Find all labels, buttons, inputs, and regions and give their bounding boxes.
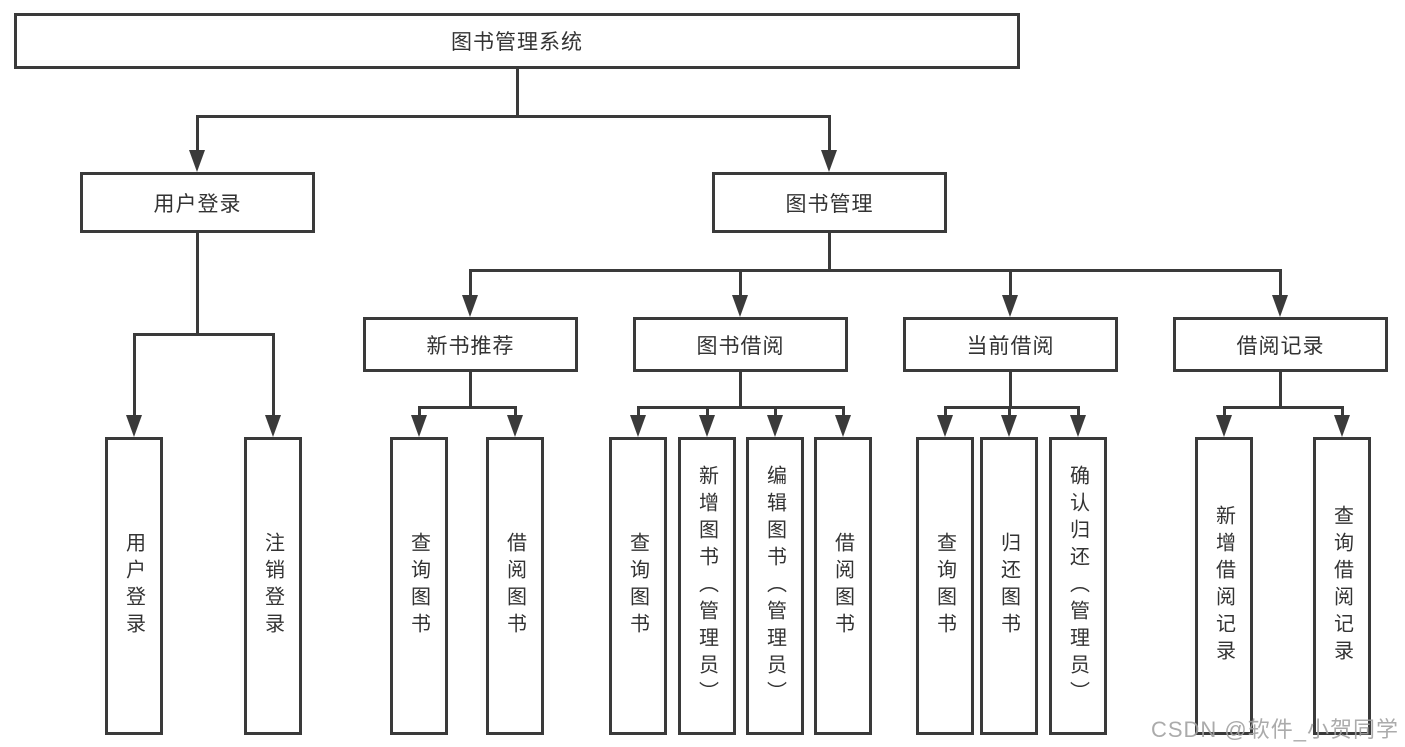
arrow-down-icon bbox=[835, 415, 851, 437]
leaf-add-books-admin: 新增图书（管理员） bbox=[678, 437, 736, 735]
connector-vline bbox=[469, 269, 472, 297]
connector-vline bbox=[637, 406, 640, 417]
connector-vline bbox=[418, 406, 421, 417]
connector-vline bbox=[514, 406, 517, 417]
connector-hline bbox=[944, 406, 1080, 409]
connector-vline bbox=[1223, 406, 1226, 417]
connector-vline bbox=[842, 406, 845, 417]
node-label: 借阅记录 bbox=[1236, 334, 1325, 358]
arrow-down-icon bbox=[411, 415, 427, 437]
connector-vline bbox=[828, 233, 831, 272]
connector-hline bbox=[469, 269, 1282, 272]
connector-hline bbox=[1223, 406, 1344, 409]
leaf-user-login: 用户登录 bbox=[105, 437, 163, 735]
node-book-borrowing: 图书借阅 bbox=[633, 317, 848, 372]
connector-vline bbox=[739, 269, 742, 297]
leaf-borrow-books-recommend: 借阅图书 bbox=[486, 437, 544, 735]
leaf-return-books: 归还图书 bbox=[980, 437, 1038, 735]
connector-vline bbox=[706, 406, 709, 417]
connector-hline bbox=[196, 115, 831, 118]
node-label: 查询图书 bbox=[626, 532, 649, 640]
node-user-login: 用户登录 bbox=[80, 172, 315, 233]
leaf-add-borrow-record: 新增借阅记录 bbox=[1195, 437, 1253, 735]
connector-vline bbox=[1008, 406, 1011, 417]
connector-vline bbox=[516, 69, 519, 117]
leaf-query-books-recommend: 查询图书 bbox=[390, 437, 448, 735]
arrow-down-icon bbox=[630, 415, 646, 437]
node-label: 新增图书（管理员） bbox=[695, 464, 718, 708]
node-label: 查询借阅记录 bbox=[1330, 505, 1353, 667]
leaf-confirm-return-admin: 确认归还（管理员） bbox=[1049, 437, 1107, 735]
node-label: 用户登录 bbox=[153, 192, 242, 216]
connector-vline bbox=[469, 372, 472, 409]
arrow-down-icon bbox=[1272, 295, 1288, 317]
arrow-down-icon bbox=[462, 295, 478, 317]
node-label: 查询图书 bbox=[933, 532, 956, 640]
node-label: 图书借阅 bbox=[696, 334, 785, 358]
node-label: 编辑图书（管理员） bbox=[763, 464, 786, 708]
connector-vline bbox=[1077, 406, 1080, 417]
arrow-down-icon bbox=[1002, 295, 1018, 317]
connector-vline bbox=[272, 333, 275, 416]
arrow-down-icon bbox=[265, 415, 281, 437]
connector-vline bbox=[1009, 372, 1012, 409]
connector-vline bbox=[774, 406, 777, 417]
node-label: 图书管理 bbox=[785, 192, 874, 216]
connector-vline bbox=[739, 372, 742, 409]
arrow-down-icon bbox=[1216, 415, 1232, 437]
node-label: 确认归还（管理员） bbox=[1066, 464, 1089, 708]
leaf-query-books-borrowing: 查询图书 bbox=[609, 437, 667, 735]
node-label: 借阅图书 bbox=[831, 532, 854, 640]
arrow-down-icon bbox=[767, 415, 783, 437]
node-borrowing-records: 借阅记录 bbox=[1173, 317, 1388, 372]
arrow-down-icon bbox=[937, 415, 953, 437]
connector-vline bbox=[944, 406, 947, 417]
node-label: 用户登录 bbox=[122, 532, 145, 640]
node-label: 借阅图书 bbox=[503, 532, 526, 640]
csdn-watermark: CSDN @软件_小贺同学 bbox=[1150, 717, 1399, 742]
arrow-down-icon bbox=[732, 295, 748, 317]
node-label: 注销登录 bbox=[261, 532, 284, 640]
connector-vline bbox=[133, 333, 136, 416]
arrow-down-icon bbox=[189, 150, 205, 172]
arrow-down-icon bbox=[507, 415, 523, 437]
connector-vline bbox=[828, 115, 831, 152]
leaf-edit-books-admin: 编辑图书（管理员） bbox=[746, 437, 804, 735]
arrow-down-icon bbox=[1070, 415, 1086, 437]
node-label: 新书推荐 bbox=[426, 334, 515, 358]
arrow-down-icon bbox=[1001, 415, 1017, 437]
node-label: 图书管理系统 bbox=[451, 31, 583, 54]
node-current-borrowing: 当前借阅 bbox=[903, 317, 1118, 372]
connector-vline bbox=[1009, 269, 1012, 297]
node-label: 查询图书 bbox=[407, 532, 430, 640]
arrow-down-icon bbox=[699, 415, 715, 437]
arrow-down-icon bbox=[126, 415, 142, 437]
node-label: 归还图书 bbox=[997, 532, 1020, 640]
connector-vline bbox=[196, 115, 199, 152]
node-label: 当前借阅 bbox=[966, 334, 1055, 358]
connector-vline bbox=[1279, 269, 1282, 297]
connector-vline bbox=[196, 233, 199, 336]
node-library-management-system: 图书管理系统 bbox=[14, 13, 1020, 69]
node-book-management: 图书管理 bbox=[712, 172, 947, 233]
connector-hline bbox=[637, 406, 845, 409]
leaf-logout-login: 注销登录 bbox=[244, 437, 302, 735]
arrow-down-icon bbox=[821, 150, 837, 172]
connector-vline bbox=[1279, 372, 1282, 409]
leaf-query-books-current: 查询图书 bbox=[916, 437, 974, 735]
node-new-book-recommendation: 新书推荐 bbox=[363, 317, 578, 372]
leaf-borrow-books-borrowing: 借阅图书 bbox=[814, 437, 872, 735]
connector-vline bbox=[1341, 406, 1344, 417]
connector-hline bbox=[418, 406, 517, 409]
arrow-down-icon bbox=[1334, 415, 1350, 437]
leaf-query-borrow-record: 查询借阅记录 bbox=[1313, 437, 1371, 735]
node-label: 新增借阅记录 bbox=[1212, 505, 1235, 667]
connector-hline bbox=[133, 333, 275, 336]
